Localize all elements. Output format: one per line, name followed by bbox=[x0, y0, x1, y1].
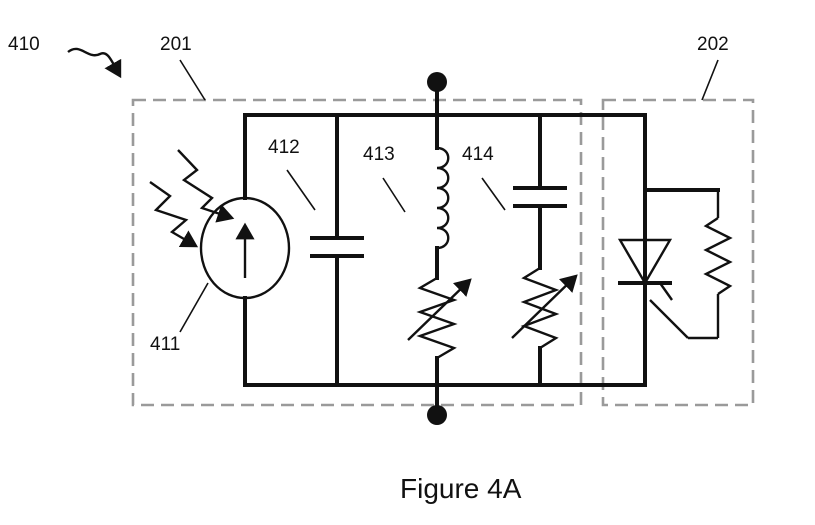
inductor-413 bbox=[437, 148, 448, 248]
leader-413 bbox=[383, 178, 405, 212]
resistor-202-diagonal bbox=[650, 300, 688, 338]
diode-kink bbox=[660, 283, 672, 300]
leader-202 bbox=[702, 60, 718, 100]
leader-411 bbox=[180, 283, 208, 332]
leader-201 bbox=[180, 60, 205, 100]
label-412: 412 bbox=[268, 137, 300, 158]
label-201: 201 bbox=[160, 34, 192, 55]
label-410: 410 bbox=[8, 34, 40, 55]
figure-caption: Figure 4A bbox=[400, 473, 522, 504]
label-414: 414 bbox=[462, 144, 494, 165]
light-ray-upper bbox=[178, 150, 232, 218]
variable-resistor-414 bbox=[524, 268, 556, 348]
variable-resistor-413 bbox=[420, 278, 454, 358]
leader-414 bbox=[482, 178, 505, 210]
resistor-202 bbox=[706, 218, 730, 294]
leader-412 bbox=[287, 170, 315, 210]
module-202-boundary bbox=[603, 100, 753, 405]
label-411: 411 bbox=[150, 334, 180, 355]
light-ray-lower bbox=[150, 182, 196, 246]
label-202: 202 bbox=[697, 34, 729, 55]
wavy-arrow-410 bbox=[68, 49, 120, 76]
terminal-bottom[interactable] bbox=[427, 405, 447, 425]
variable-resistor-413-arrow bbox=[408, 280, 470, 340]
label-413: 413 bbox=[363, 144, 395, 165]
terminal-top[interactable] bbox=[427, 72, 447, 92]
